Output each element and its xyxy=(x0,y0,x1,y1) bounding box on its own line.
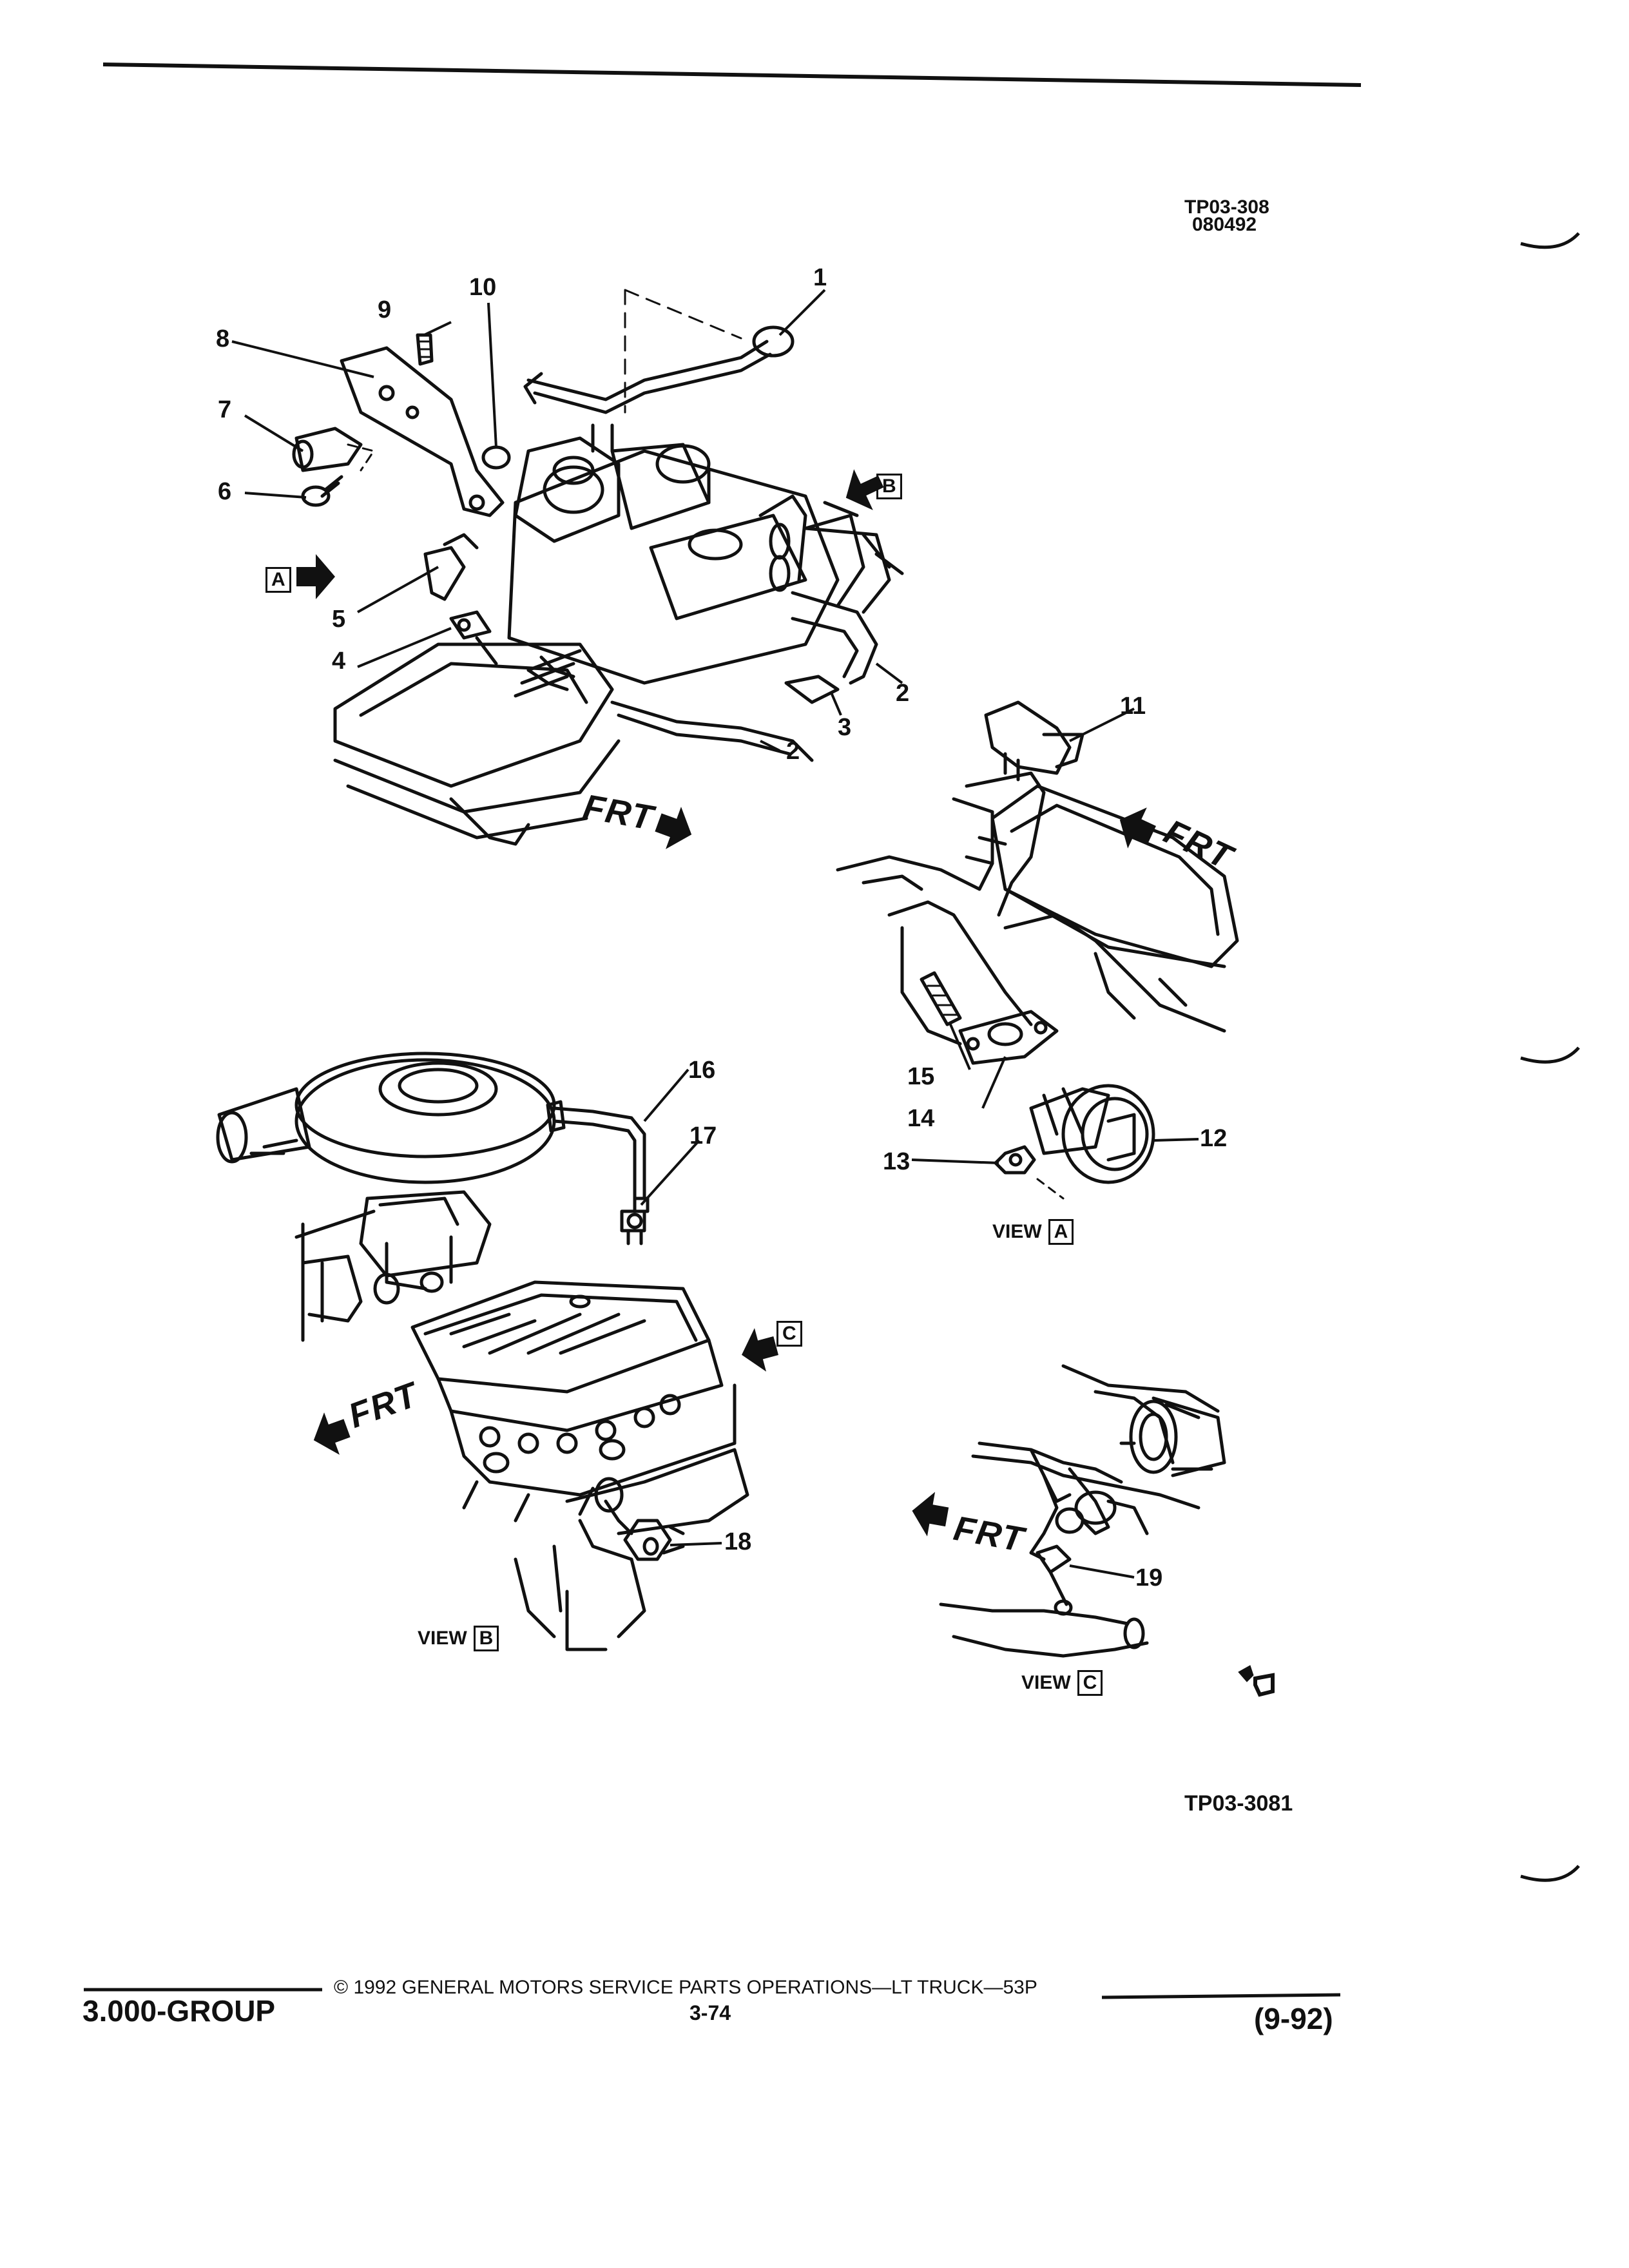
callout-7: 7 xyxy=(218,396,232,423)
callout-3: 3 xyxy=(838,714,852,741)
callout-16: 16 xyxy=(688,1057,716,1084)
callout-10: 10 xyxy=(469,274,497,301)
callout-18: 18 xyxy=(724,1528,752,1555)
view-c-caption-label: VIEW xyxy=(1021,1672,1071,1693)
view-marker-a-letter: A xyxy=(265,567,291,593)
footer-group: 3.000-GROUP xyxy=(82,1994,276,2028)
callout-6: 6 xyxy=(218,478,232,505)
callout-11: 11 xyxy=(1120,693,1146,720)
view-a-caption-letter: A xyxy=(1048,1219,1074,1245)
top-engine-diagram xyxy=(292,289,904,846)
view-a-caption: VIEW A xyxy=(992,1219,1074,1245)
footer-copyright: © 1992 GENERAL MOTORS SERVICE PARTS OPER… xyxy=(334,1977,1037,1998)
callout-5: 5 xyxy=(332,606,346,633)
view-c-diagram xyxy=(939,1364,1226,1658)
footer-date: (9-92) xyxy=(1254,2002,1333,2035)
figure-ref-bottom: TP03-3081 xyxy=(1184,1791,1293,1816)
view-b-caption-label: VIEW xyxy=(418,1628,467,1649)
view-arrow-a xyxy=(296,554,335,599)
view-marker-c-letter: C xyxy=(776,1321,802,1347)
view-c-leader-lines xyxy=(1069,1564,1135,1579)
frt-arrow-top xyxy=(655,807,692,849)
callout-2b: 2 xyxy=(786,738,800,765)
header-rule xyxy=(102,62,1362,87)
view-marker-b: B xyxy=(870,474,902,499)
callout-4: 4 xyxy=(332,648,346,675)
frt-arrow-view-c xyxy=(912,1492,949,1537)
callout-13: 13 xyxy=(883,1148,911,1175)
figure-code: TP03-308 xyxy=(1184,197,1269,218)
frt-arrow-view-b xyxy=(313,1412,351,1455)
callout-17: 17 xyxy=(689,1122,717,1149)
view-marker-c: C xyxy=(770,1321,802,1347)
view-marker-a: A xyxy=(259,567,291,593)
view-b-caption: VIEW B xyxy=(418,1626,499,1651)
callout-14: 14 xyxy=(907,1105,935,1132)
callout-12: 12 xyxy=(1200,1125,1228,1152)
view-arrow-c xyxy=(742,1328,779,1372)
view-b-caption-letter: B xyxy=(473,1626,499,1651)
view-a-leader-lines xyxy=(911,707,1199,1164)
view-c-caption: VIEW C xyxy=(1021,1670,1103,1696)
gm-logo-mark xyxy=(1238,1665,1275,1697)
callout-2a: 2 xyxy=(896,680,910,707)
binder-marks xyxy=(1520,232,1580,1882)
top-leader-lines xyxy=(231,289,903,752)
view-a-caption-label: VIEW xyxy=(992,1221,1042,1242)
callout-15: 15 xyxy=(907,1063,935,1090)
callout-8: 8 xyxy=(216,325,230,352)
view-arrow-b xyxy=(845,469,884,510)
frt-arrow-view-a xyxy=(1119,807,1156,849)
callout-19: 19 xyxy=(1135,1564,1163,1591)
view-a-diagram xyxy=(836,700,1239,1200)
view-marker-b-letter: B xyxy=(876,474,902,499)
view-b-diagram xyxy=(216,1052,749,1651)
view-c-caption-letter: C xyxy=(1077,1670,1103,1696)
callout-9: 9 xyxy=(378,296,392,323)
callout-1: 1 xyxy=(813,264,827,291)
figure-date-code: 080492 xyxy=(1192,214,1257,235)
view-b-leader-lines xyxy=(640,1068,722,1546)
footer-page-number: 3-74 xyxy=(689,2001,731,2024)
footer-rules xyxy=(84,1988,1341,1999)
